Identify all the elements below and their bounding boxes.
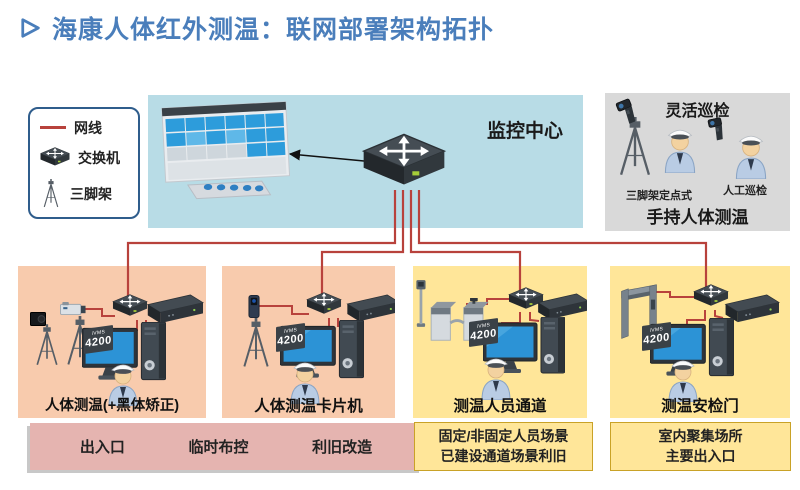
ivms-4200-sign: iVMS 4200: [642, 321, 671, 352]
legend-item-switch: 交换机: [30, 147, 138, 170]
scene-label: 人体测温(+黑体矫正): [44, 398, 180, 414]
legend-label: 交换机: [78, 150, 120, 166]
note-item: 临时布控: [188, 439, 249, 456]
note-item: 利旧改造: [312, 439, 373, 456]
scene-label: 人体测温卡片机: [254, 398, 363, 415]
ivms-4200-sign: iVMS 4200: [84, 324, 113, 355]
monitoring-center-label: 监控中心: [487, 121, 564, 142]
sign-model: 4200: [85, 334, 112, 350]
legend-label: 三脚架: [70, 185, 112, 202]
page-title-row: 海康人体红外测温：联网部署架构拓扑: [20, 10, 494, 46]
patrol-station-label: 三脚架定点式: [626, 190, 692, 202]
cable-icon: [40, 126, 66, 129]
tripod-icon: [40, 179, 62, 209]
scene-label: 测温安检门: [661, 398, 739, 415]
chevron-right-icon: [21, 18, 40, 38]
sign-model: 4200: [277, 332, 304, 348]
patrol-title: 灵活巡检: [665, 103, 730, 120]
patrol-station-label: 人工巡检: [723, 185, 767, 197]
note-line: 已建设通道场景利旧: [440, 447, 567, 464]
page-title: 海康人体红外测温：联网部署架构拓扑: [52, 16, 495, 44]
note-channel: 固定/非固定人员场景 已建设通道场景利旧: [414, 422, 593, 471]
ivms-4200-sign: iVMS 4200: [469, 317, 498, 348]
note-line: 固定/非固定人员场景: [438, 428, 569, 444]
note-line: 室内聚集场所: [658, 428, 743, 444]
note-indoor: 室内聚集场所 主要出入口: [610, 422, 791, 471]
note-entrance: 出入口 临时布控 利旧改造: [30, 423, 422, 470]
scene-label: 测温人员通道: [453, 398, 547, 415]
legend-label: 网线: [74, 119, 102, 136]
ivms-4200-sign: iVMS 4200: [276, 322, 305, 353]
patrol-footer-label: 手持人体测温: [646, 208, 749, 227]
legend-item-cable: 网线: [30, 118, 138, 138]
note-item: 出入口: [79, 439, 125, 456]
legend-item-tripod: 三脚架: [30, 179, 138, 209]
monitoring-center-zone: [148, 95, 583, 228]
sign-model: 4200: [470, 327, 497, 343]
legend: 网线 交换机 三脚架: [28, 107, 140, 219]
note-line: 主要出入口: [665, 447, 736, 464]
switch-icon: [40, 147, 70, 170]
sign-model: 4200: [643, 331, 670, 347]
